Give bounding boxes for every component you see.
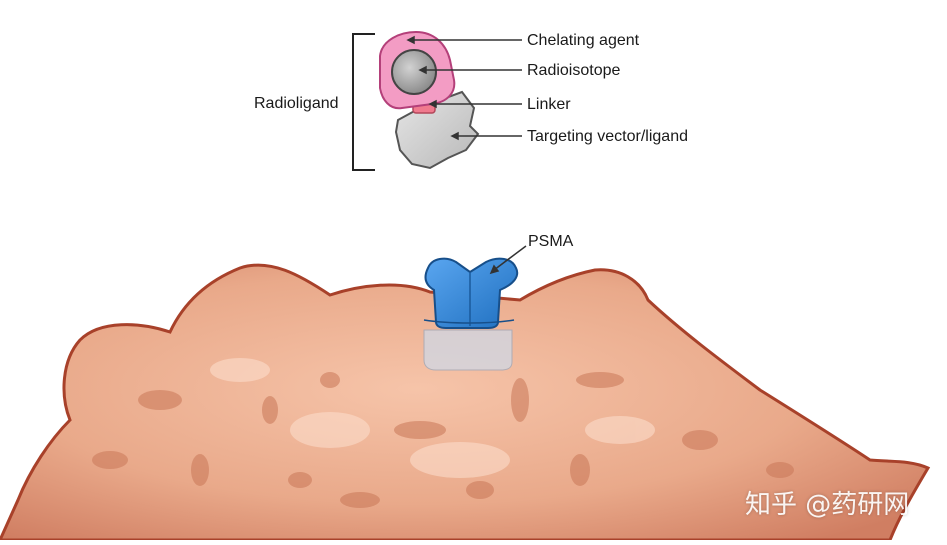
psma-embedded (423, 329, 513, 371)
cell-texture (92, 372, 794, 508)
psma-body (424, 257, 519, 329)
tumor-cell (0, 263, 931, 542)
psma-receptor (423, 257, 519, 371)
label-radioisotope: Radioisotope (527, 62, 621, 79)
label-linker: Linker (527, 96, 571, 113)
label-chelating-agent: Chelating agent (527, 32, 640, 49)
label-radioligand: Radioligand (254, 95, 339, 112)
cell-highlights (210, 358, 655, 478)
cell-body (0, 263, 931, 542)
radioligand-molecule (379, 30, 480, 170)
leader-lines (406, 35, 527, 275)
radioisotope-shape (391, 49, 437, 95)
label-psma: PSMA (528, 233, 574, 250)
watermark: 知乎 @药研网 (745, 490, 910, 520)
label-targeting-vector: Targeting vector/ligand (527, 128, 688, 145)
radioligand-bracket (352, 33, 375, 171)
